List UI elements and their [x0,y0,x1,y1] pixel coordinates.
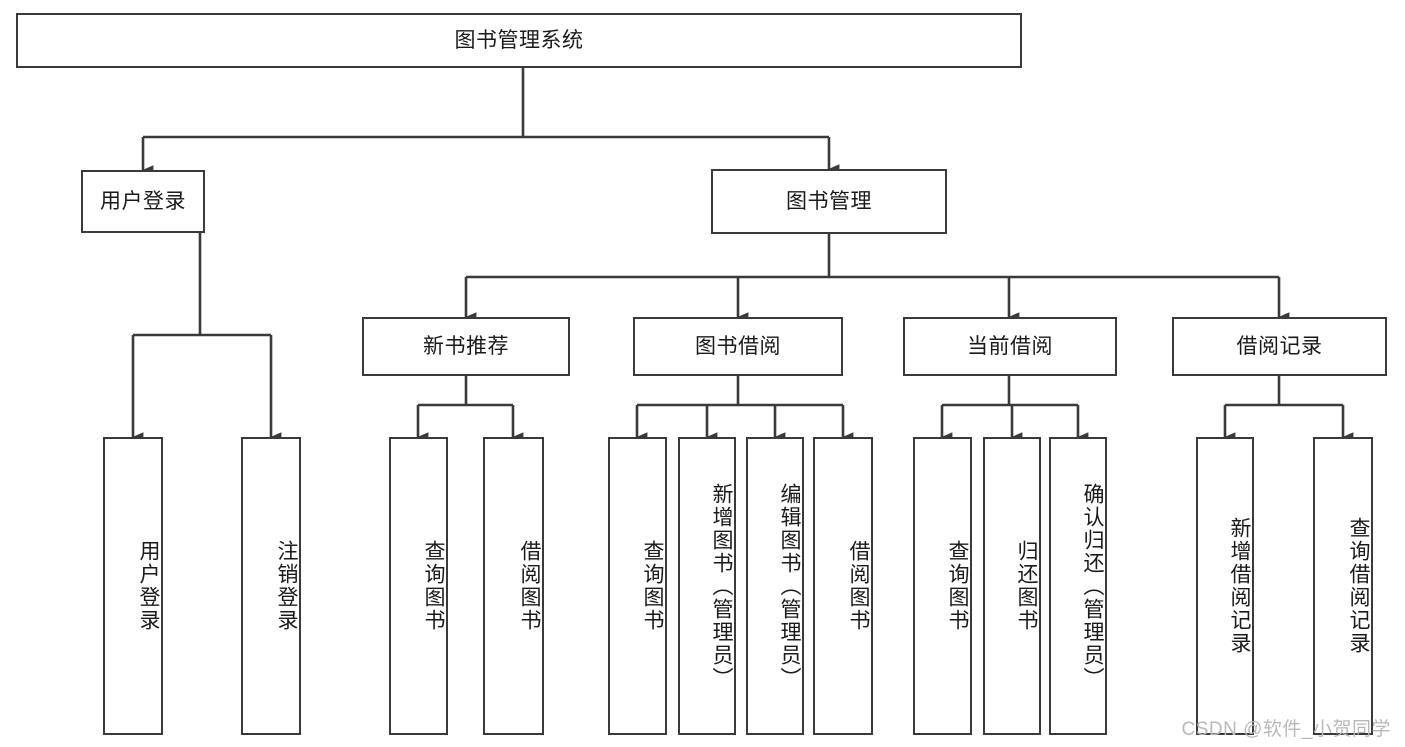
node-user-login[interactable]: 用户登录 [81,170,205,233]
leaf-label: 新增借阅记录 [1228,517,1251,655]
leaf-logout[interactable]: 注销登录 [241,437,301,735]
leaf-add-borrow-record[interactable]: 新增借阅记录 [1196,437,1254,735]
leaf-query-book-current[interactable]: 查询图书 [913,437,972,735]
leaf-edit-book-admin[interactable]: 编辑图书（管理员） [746,437,804,735]
leaf-label: 查询图书 [422,540,445,632]
watermark-text: CSDN @软件_小贺同学 [1181,719,1391,740]
leaf-borrow-book[interactable]: 借阅图书 [813,437,873,735]
node-borrow-record[interactable]: 借阅记录 [1172,317,1387,376]
leaf-label: 新增图书（管理员） [710,482,733,690]
leaf-user-login[interactable]: 用户登录 [103,437,163,735]
leaf-query-book-recommend[interactable]: 查询图书 [389,437,448,735]
leaf-label: 借阅图书 [847,540,870,632]
node-new-book-recommendation[interactable]: 新书推荐 [362,317,570,376]
edge-group [131,68,1354,442]
leaf-label: 查询图书 [946,540,969,632]
leaf-label: 用户登录 [137,540,160,632]
leaf-query-borrow-record[interactable]: 查询借阅记录 [1313,437,1373,735]
leaf-add-book-admin[interactable]: 新增图书（管理员） [678,437,736,735]
leaf-label: 归还图书 [1015,540,1038,632]
leaf-label: 确认归还（管理员） [1081,482,1104,690]
leaf-query-book-borrow[interactable]: 查询图书 [608,437,667,735]
leaf-label: 查询图书 [641,540,664,632]
leaf-label: 编辑图书（管理员） [778,482,801,690]
node-book-borrow[interactable]: 图书借阅 [633,317,843,376]
leaf-label: 借阅图书 [518,540,541,632]
leaf-borrow-book-recommend[interactable]: 借阅图书 [483,437,544,735]
leaf-return-book[interactable]: 归还图书 [983,437,1041,735]
node-book-management[interactable]: 图书管理 [711,169,947,234]
node-current-borrow[interactable]: 当前借阅 [903,317,1117,376]
leaf-label: 注销登录 [275,540,298,632]
leaf-label: 查询借阅记录 [1347,517,1370,655]
node-root[interactable]: 图书管理系统 [16,13,1022,68]
leaf-confirm-return-admin[interactable]: 确认归还（管理员） [1049,437,1107,735]
